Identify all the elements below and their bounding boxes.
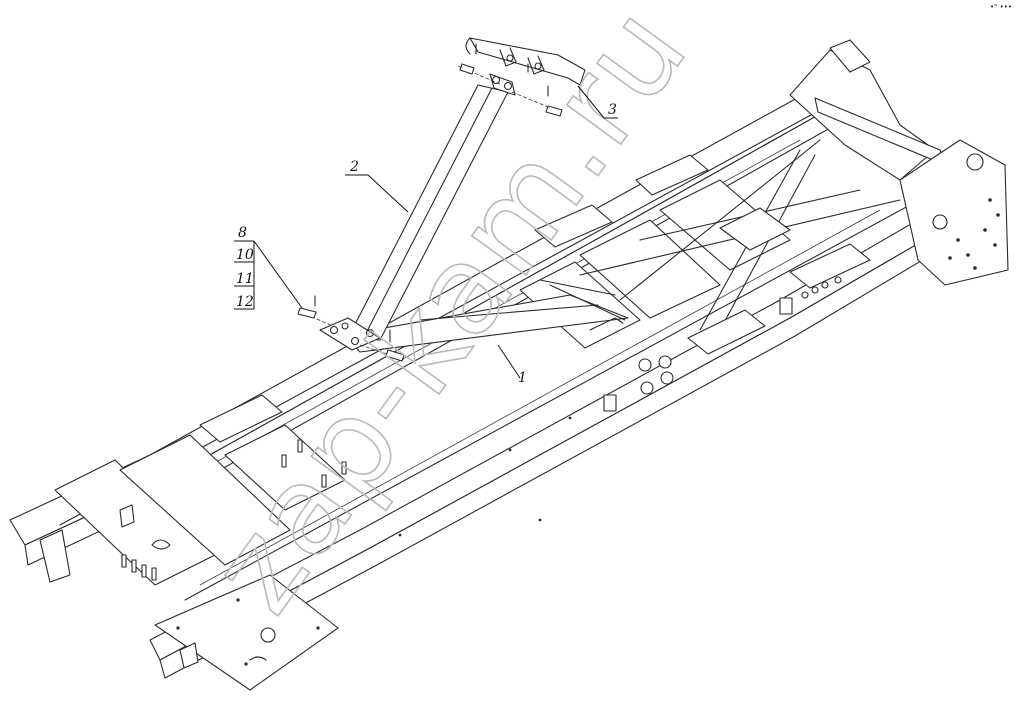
callout-label-8: 8	[238, 225, 247, 241]
callout-stack-8-12: 8 10 11 12	[234, 225, 303, 310]
frame-rear-plate	[39, 504, 339, 691]
frame-pads	[199, 154, 871, 443]
callout-label-12: 12	[236, 294, 254, 310]
callout-label-11: 11	[236, 271, 254, 287]
callout-1: 1	[497, 344, 527, 386]
part-3-bracket	[465, 37, 586, 86]
corner-mark: •" •••	[990, 3, 1012, 11]
callout-3: 3	[577, 85, 618, 119]
fasteners	[297, 43, 563, 362]
callout-2: 2	[345, 159, 409, 213]
callout-label-3: 3	[608, 102, 617, 118]
frame-studs	[121, 276, 842, 581]
callout-label-1: 1	[518, 370, 527, 386]
callout-label-2: 2	[349, 159, 359, 175]
frame-front-head	[789, 39, 1009, 286]
callout-label-10: 10	[236, 247, 254, 263]
part-2-strut	[319, 73, 516, 351]
